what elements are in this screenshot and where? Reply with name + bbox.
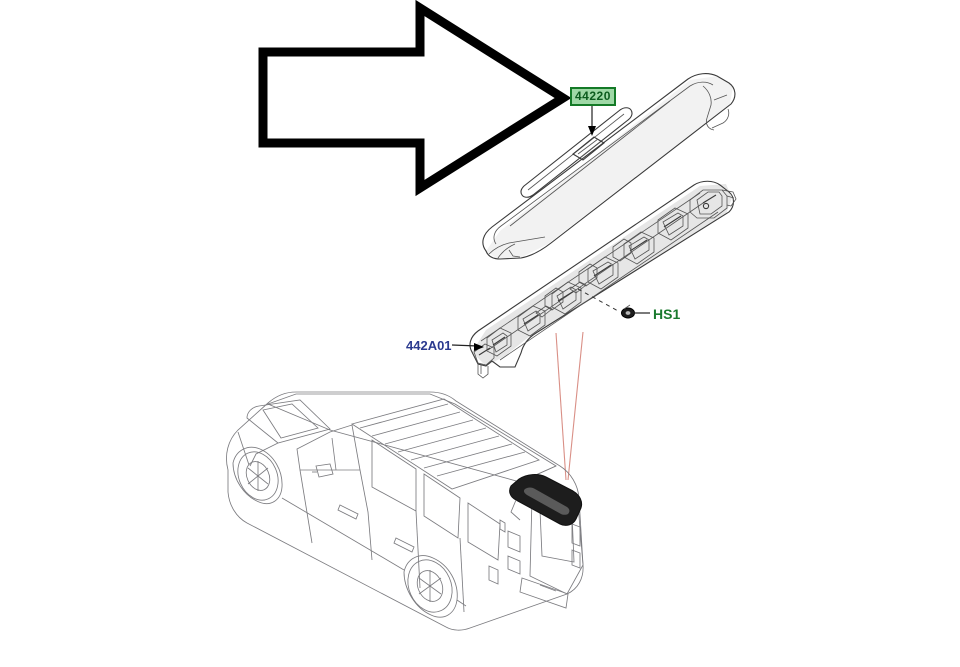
spoiler-highlight [509, 474, 583, 526]
vehicle-leader-lines [555, 331, 584, 481]
spoiler-mounting-bracket [469, 180, 737, 379]
fastener-clip [577, 288, 643, 319]
callout-leader-lines [451, 104, 650, 351]
vehicle-outline-defender [226, 391, 584, 631]
callout-44220[interactable]: 44220 [570, 87, 616, 106]
installation-direction-arrow [258, 0, 572, 197]
roof-spoiler-cover [482, 73, 736, 260]
callout-HS1[interactable]: HS1 [653, 306, 681, 322]
callout-442A01[interactable]: 442A01 [406, 338, 452, 353]
